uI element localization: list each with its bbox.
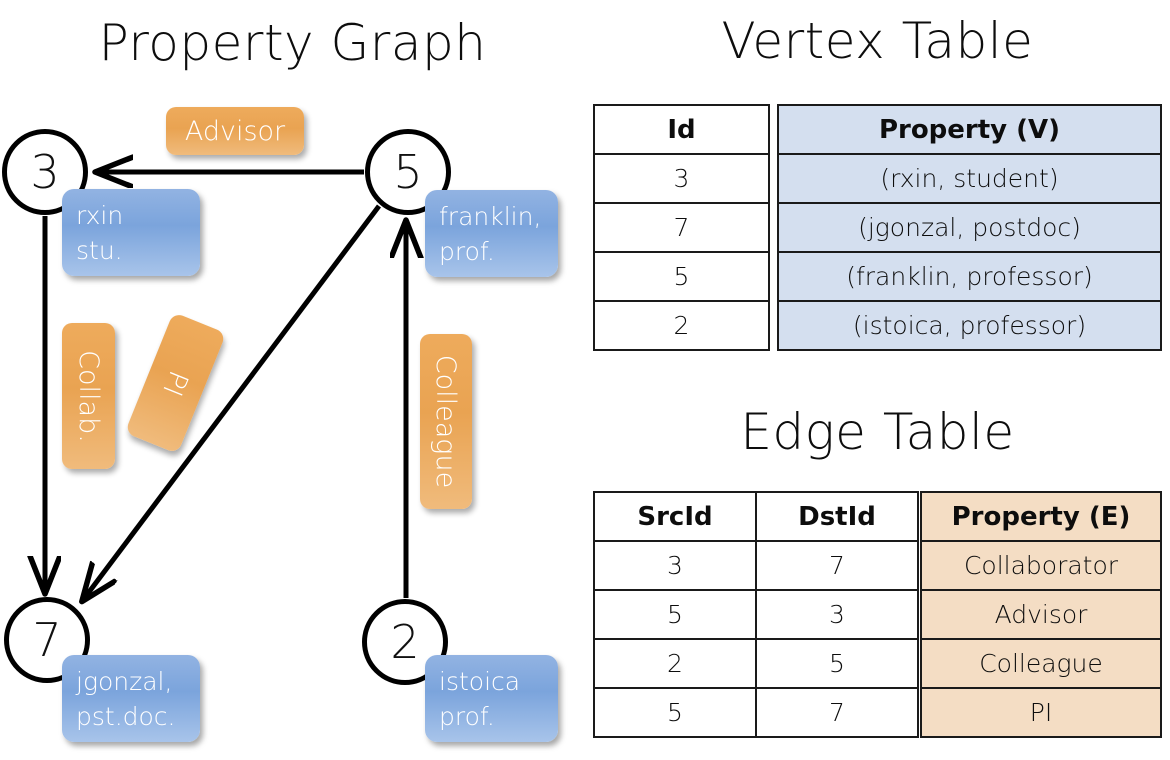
edge-table-cell-srcid: 5 <box>593 687 757 738</box>
table-header-row: Property (V) <box>777 104 1162 155</box>
vertex-table-cell-property: (franklin, professor) <box>777 251 1162 302</box>
vertex-property-box-3-line2: stu. <box>76 235 123 265</box>
table-row[interactable]: Advisor <box>920 589 1162 640</box>
edge-table-cell-dstid: 7 <box>755 540 919 591</box>
table-row[interactable]: 2 <box>593 300 770 351</box>
table-header-row: SrcId DstId <box>593 491 919 542</box>
graph-node-3-label: 3 <box>30 145 60 199</box>
vertex-property-box-7-line2: pst.doc. <box>76 701 176 731</box>
vertex-table-id-column: Id 3 7 5 2 <box>593 104 770 351</box>
vertex-property-box-3-line1: rxin <box>76 201 124 230</box>
table-row[interactable]: 3 7 <box>593 540 919 591</box>
edge-label-colleague-text: Colleague <box>430 354 462 489</box>
table-header-row: Property (E) <box>920 491 1162 542</box>
edge-table-cell-dstid: 5 <box>755 638 919 689</box>
page-title-property-graph: Property Graph <box>98 14 487 72</box>
table-row[interactable]: 2 5 <box>593 638 919 689</box>
edge-label-advisor-text: Advisor <box>184 115 286 147</box>
edge-table-cell-property: Colleague <box>920 638 1162 689</box>
vertex-table-property-column: Property (V) (rxin, student) (jgonzal, p… <box>777 104 1162 351</box>
page-title-vertex-table: Vertex Table <box>721 12 1034 70</box>
property-graph-panel: 3 5 7 2 rxin stu. franklin, prof. jgonza… <box>0 0 585 760</box>
table-row[interactable]: PI <box>920 687 1162 738</box>
vertex-property-box-2[interactable]: istoica prof. <box>425 655 558 742</box>
vertex-table-cell-id: 7 <box>593 202 770 253</box>
edge-table-cell-property: PI <box>920 687 1162 738</box>
table-row[interactable]: 5 3 <box>593 589 919 640</box>
table-row[interactable]: (rxin, student) <box>777 153 1162 204</box>
table-row[interactable]: (istoica, professor) <box>777 300 1162 351</box>
page-title-edge-table: Edge Table <box>740 403 1015 461</box>
vertex-table-header-property: Property (V) <box>777 104 1162 155</box>
vertex-property-box-7-line1: jgonzal, <box>76 667 173 696</box>
edge-table-cell-srcid: 2 <box>593 638 757 689</box>
vertex-table-header-id: Id <box>593 104 770 155</box>
edge-label-advisor[interactable]: Advisor <box>166 107 304 155</box>
edge-table-cell-dstid: 7 <box>755 687 919 738</box>
vertex-table-cell-id: 3 <box>593 153 770 204</box>
table-row[interactable]: Colleague <box>920 638 1162 689</box>
graph-node-2[interactable]: 2 <box>362 599 448 685</box>
table-row[interactable]: (jgonzal, postdoc) <box>777 202 1162 253</box>
graph-node-5[interactable]: 5 <box>365 129 451 215</box>
edge-label-collab-text: Collab. <box>73 349 104 443</box>
vertex-property-box-5[interactable]: franklin, prof. <box>425 190 558 277</box>
table-row[interactable]: Collaborator <box>920 540 1162 591</box>
edge-table-header-dstid: DstId <box>755 491 919 542</box>
graph-edges-layer <box>0 0 585 760</box>
table-row[interactable]: 3 <box>593 153 770 204</box>
vertex-table-cell-id: 2 <box>593 300 770 351</box>
vertex-property-box-7[interactable]: jgonzal, pst.doc. <box>62 655 200 742</box>
edge-table-cell-property: Advisor <box>920 589 1162 640</box>
vertex-property-box-2-line2: prof. <box>439 701 495 731</box>
vertex-table-cell-property: (rxin, student) <box>777 153 1162 204</box>
table-row[interactable]: (franklin, professor) <box>777 251 1162 302</box>
vertex-property-box-3[interactable]: rxin stu. <box>62 189 200 276</box>
vertex-property-box-5-line1: franklin, <box>439 202 542 231</box>
graph-node-2-label: 2 <box>390 615 420 669</box>
table-header-row: Id <box>593 104 770 155</box>
edge-table-property-column: Property (E) Collaborator Advisor Collea… <box>920 491 1162 738</box>
edge-table-header-property: Property (E) <box>920 491 1162 542</box>
edge-label-pi-text: PI <box>156 365 195 401</box>
vertex-property-box-2-line1: istoica <box>439 667 521 696</box>
graph-node-7-label: 7 <box>32 613 62 667</box>
table-row[interactable]: 5 <box>593 251 770 302</box>
edge-label-colleague[interactable]: Colleague <box>420 334 472 509</box>
edge-table-cell-srcid: 3 <box>593 540 757 591</box>
edge-table-cell-dstid: 3 <box>755 589 919 640</box>
table-row[interactable]: 5 7 <box>593 687 919 738</box>
edge-table-header-srcid: SrcId <box>593 491 757 542</box>
graph-node-5-label: 5 <box>393 145 423 199</box>
edge-label-collab[interactable]: Collab. <box>62 323 115 469</box>
vertex-table-cell-property: (istoica, professor) <box>777 300 1162 351</box>
edge-table-id-columns: SrcId DstId 3 7 5 3 2 5 5 7 <box>593 491 919 738</box>
vertex-table-cell-id: 5 <box>593 251 770 302</box>
edge-table-cell-property: Collaborator <box>920 540 1162 591</box>
vertex-property-box-5-line2: prof. <box>439 236 495 266</box>
edge-table-cell-srcid: 5 <box>593 589 757 640</box>
table-row[interactable]: 7 <box>593 202 770 253</box>
edge-arrow-5-to-7 <box>83 204 381 600</box>
vertex-table-cell-property: (jgonzal, postdoc) <box>777 202 1162 253</box>
